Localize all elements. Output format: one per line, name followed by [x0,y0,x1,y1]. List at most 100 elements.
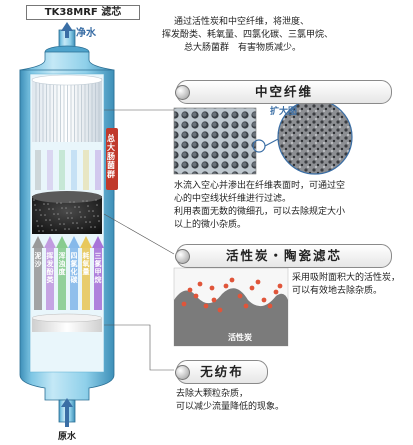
carbon-grain [69,201,71,203]
carbon-grain [70,212,72,214]
carbon-grain [76,222,78,224]
carbon-inset-label: 活性炭 [228,333,252,342]
desc-line: 水流入空心并渗出在纤维表面时，可通过空 [174,181,346,191]
carbon-grain [84,216,86,218]
impurity-particle [229,277,235,283]
inlet-arrow [61,398,73,407]
carbon-grain [36,220,38,222]
carbon-grain [87,205,89,207]
fiber-closeup-photo [173,107,257,175]
desc-line: 利用表面无数的微细孔，可以去除规定大小 [174,207,346,217]
impurity-particle [267,303,273,309]
impurity-particle [273,289,279,295]
section-title-hollow-fiber: 中空纤维 [175,80,392,104]
desc-line: 心的中空线状纤维进行过滤。 [174,194,292,204]
impurity-particle [255,279,261,285]
impurity-particle [181,301,187,307]
carbon-grain [66,212,68,214]
impurity-particle [249,285,255,291]
carbon-grain [74,206,76,208]
carbon-grain [86,200,88,202]
contaminant-label: 四氯化碳 [70,252,78,284]
desc-line: 以上的微小杂质。 [174,220,247,230]
carbon-grain [59,223,61,225]
carbon-grain [47,203,49,205]
impurity-particle [209,285,215,291]
intro-line: 总大肠菌群 有害物质减少。 [184,43,302,53]
outlet-label: 净水 [76,28,96,39]
carbon-grain [56,202,58,204]
carbon-grain [35,209,37,211]
contaminant-arrow [92,150,104,310]
carbon-grain [65,207,67,209]
contaminant-label: 耗氧量 [82,252,90,276]
carbon-grain [67,217,69,219]
carbon-grain [50,224,52,226]
carbon-grain [90,226,92,228]
carbon-grain [63,223,65,225]
carbon-grain [60,202,62,204]
carbon-grain [85,221,87,223]
carbon-grain [61,207,63,209]
contaminant-label: 挥发酚类 [46,252,54,284]
carbon-grain [49,219,51,221]
hollow-fiber-bundle [31,74,103,142]
contaminant-arrows [32,150,104,310]
contaminant-arrow [80,150,92,310]
carbon-grain [72,222,74,224]
carbon-grain [58,218,60,220]
contaminant-arrow [32,150,44,310]
nonwoven-layer [31,313,103,332]
intro-text: 通过活性炭和中空纤维，将泄度、 挥发酚类、耗氧量、四氯化碳、三氯甲烷、 总大肠菌… [162,16,333,55]
carbon-grain [79,211,81,213]
carbon-grain [98,220,100,222]
carbon-grain [43,203,45,205]
carbon-grain [93,215,95,217]
impurity-particle [217,307,223,313]
contaminant-arrow [44,150,56,310]
carbon-grain [45,219,47,221]
carbon-grain [42,230,44,232]
carbon-grain [92,210,94,212]
impurity-particle [223,283,229,289]
desc-line: 采用吸附面积大的活性炭， [292,273,401,283]
impurity-particle [261,297,267,303]
carbon-grain [89,221,91,223]
carbon-grain [64,228,66,230]
carbon-grain [52,208,54,210]
contaminant-label: 浑浊度 [58,252,66,276]
impurity-particle [277,283,283,289]
impurity-particle [193,293,199,299]
carbon-grain [73,201,75,203]
carbon-grain [37,225,39,227]
nonwoven-desc: 去除大颗粒杂质， 可以减少流量降低的现象。 [176,388,284,414]
carbon-grain [57,213,59,215]
carbon-grain [88,210,90,212]
bacteria-strip [106,128,118,190]
carbon-grain [40,214,42,216]
carbon-grain [95,199,97,201]
bacteria-label: 总大肠菌群 [107,134,115,179]
model-title: TK38MRF 滤芯 [26,5,140,20]
carbon-grain [48,208,50,210]
hollow-fiber-desc: 水流入空心并渗出在纤维表面时，可通过空 心的中空线状纤维进行过滤。 利用表面无数… [174,180,345,232]
carbon-grain [33,199,35,201]
carbon-block [32,191,102,234]
carbon-grain [71,217,73,219]
contaminant-arrow [56,150,68,310]
carbon-grain [34,204,36,206]
carbon-grain [68,228,70,230]
carbon-grain [39,209,41,211]
carbon-desc: 采用吸附面积大的活性炭， 可以有效地去除杂质。 [292,272,400,298]
desc-line: 去除大颗粒杂质， [176,389,249,399]
carbon-grain [51,229,53,231]
contaminant-arrow [68,150,80,310]
impurity-particle [197,281,203,287]
carbon-grain [55,229,57,231]
impurity-particle [187,287,193,293]
contaminant-label: 泥沙 [34,252,42,268]
desc-line: 可以减少流量降低的现象。 [176,402,285,412]
carbon-adsorption-inset [173,267,289,347]
carbon-grain [81,227,83,229]
